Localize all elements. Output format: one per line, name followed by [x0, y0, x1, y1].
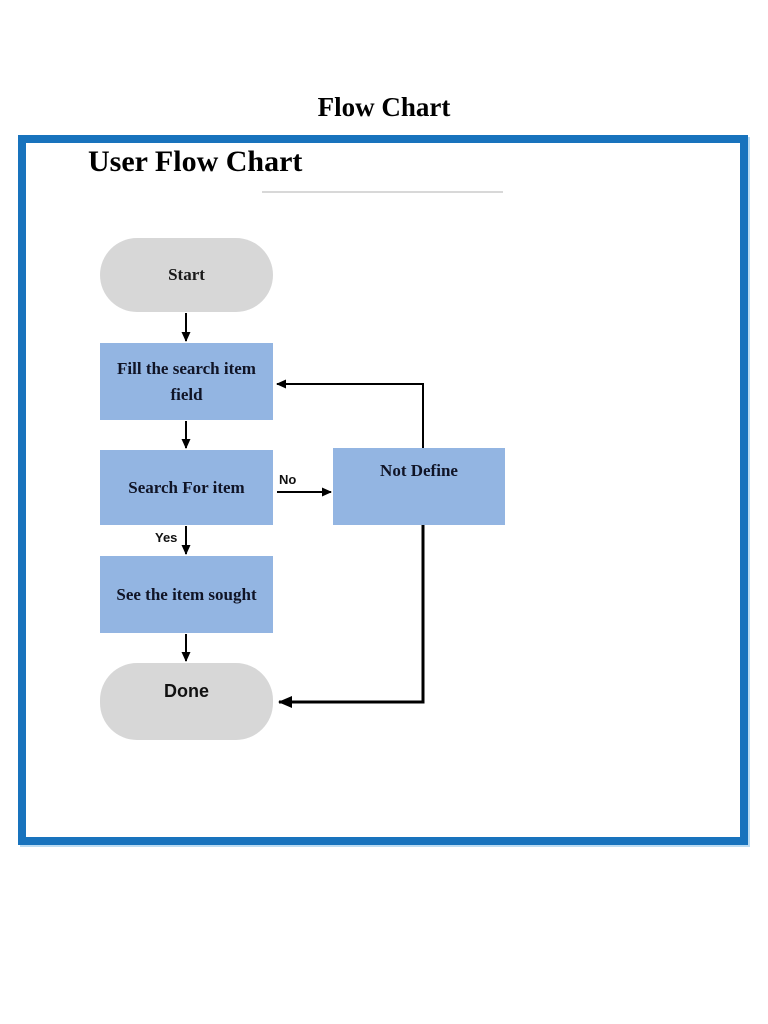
node-label: Start [168, 265, 205, 284]
edge-label-yes: Yes [155, 530, 178, 545]
flowchart-node-not-define: Not Define [333, 448, 505, 525]
flowchart-node-done: Done [100, 663, 273, 740]
panel-heading: User Flow Chart [88, 145, 303, 178]
heading-underline [262, 191, 503, 193]
flowchart-node-start: Start [100, 238, 273, 312]
page-title: Flow Chart [317, 92, 451, 122]
node-label: See the item sought [116, 584, 257, 604]
node-label: Not Define [380, 461, 458, 480]
edge-label-no: No [279, 472, 297, 487]
flowchart-node-see-item-sought: See the item sought [100, 556, 273, 633]
node-label: Done [164, 681, 209, 701]
flowchart-node-fill-search-field: Fill the search item field [100, 343, 273, 420]
flowchart-node-search-for-item: Search For item [100, 450, 273, 525]
node-label: Search For item [128, 477, 245, 497]
node-label: Fill the search item field [117, 358, 256, 404]
